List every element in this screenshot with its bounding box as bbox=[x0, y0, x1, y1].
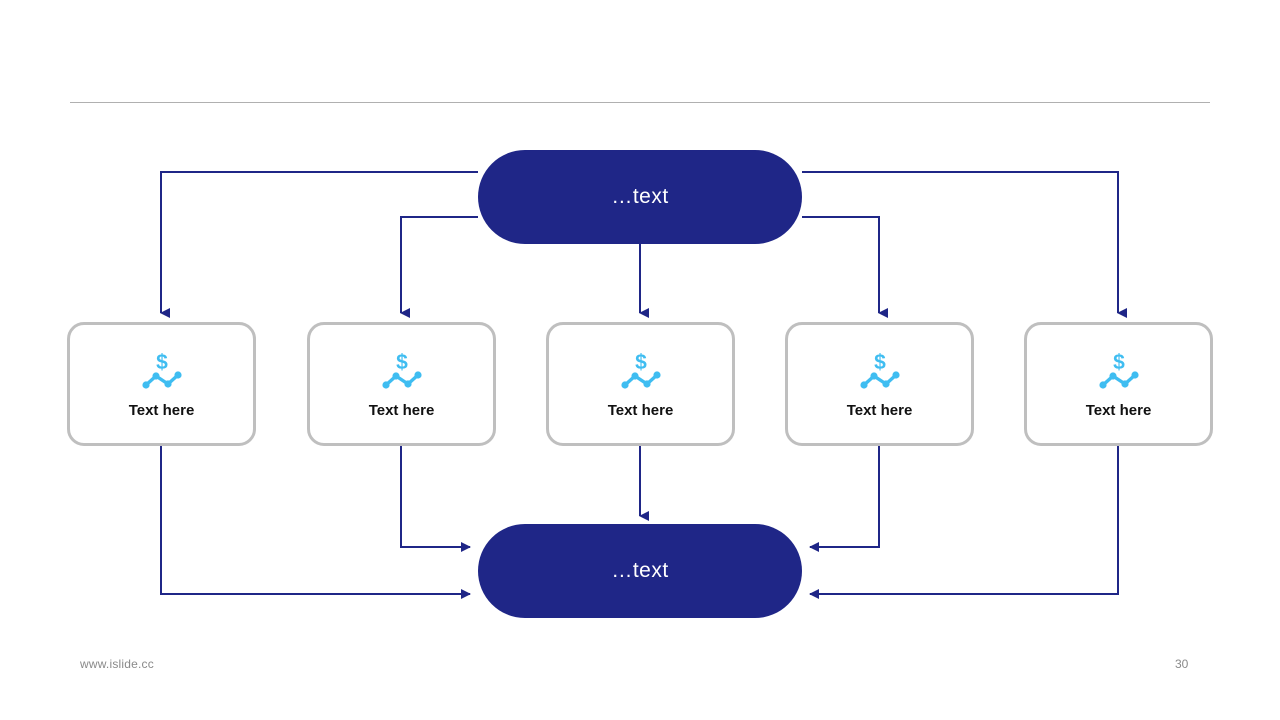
card-1[interactable]: $ Text here bbox=[67, 322, 256, 446]
svg-text:$: $ bbox=[396, 351, 408, 374]
card-1-label: Text here bbox=[128, 401, 195, 419]
svg-text:$: $ bbox=[1113, 351, 1125, 374]
card-4[interactable]: $ Text here bbox=[785, 322, 974, 446]
slide-page-number: 30 bbox=[1175, 657, 1189, 671]
svg-text:$: $ bbox=[156, 351, 168, 374]
card-3[interactable]: $ Text here bbox=[546, 322, 735, 446]
bottom-process-node-label: …text bbox=[611, 559, 669, 582]
card-3-label: Text here bbox=[607, 401, 674, 419]
card-2[interactable]: $ Text here bbox=[307, 322, 496, 446]
header-divider-rule bbox=[70, 102, 1210, 103]
card-4-label: Text here bbox=[846, 401, 913, 419]
bottom-process-node[interactable]: …text bbox=[478, 524, 802, 618]
top-process-node[interactable]: …text bbox=[478, 150, 802, 244]
connector-card-1-to-bottom bbox=[160, 446, 471, 599]
connector-top-to-card-2 bbox=[400, 216, 478, 318]
connector-top-to-card-4 bbox=[802, 216, 888, 318]
connector-top-to-card-5 bbox=[802, 171, 1127, 318]
card-5-label: Text here bbox=[1085, 401, 1152, 419]
card-2-label: Text here bbox=[368, 401, 435, 419]
dollar-line-chart-icon: $ bbox=[139, 349, 185, 396]
card-5[interactable]: $ Text here bbox=[1024, 322, 1213, 446]
dollar-line-chart-icon: $ bbox=[379, 349, 425, 396]
dollar-line-chart-icon: $ bbox=[1096, 349, 1142, 396]
svg-text:$: $ bbox=[874, 351, 886, 374]
connector-card-5-to-bottom bbox=[809, 446, 1119, 599]
dollar-line-chart-icon: $ bbox=[857, 349, 903, 396]
top-process-node-label: …text bbox=[611, 185, 669, 208]
connector-card-4-to-bottom bbox=[809, 446, 880, 552]
svg-text:$: $ bbox=[635, 351, 647, 374]
connector-card-2-to-bottom bbox=[400, 446, 471, 552]
connector-top-to-card-1 bbox=[160, 171, 478, 318]
footer-url: www.islide.cc bbox=[80, 657, 154, 671]
dollar-line-chart-icon: $ bbox=[618, 349, 664, 396]
